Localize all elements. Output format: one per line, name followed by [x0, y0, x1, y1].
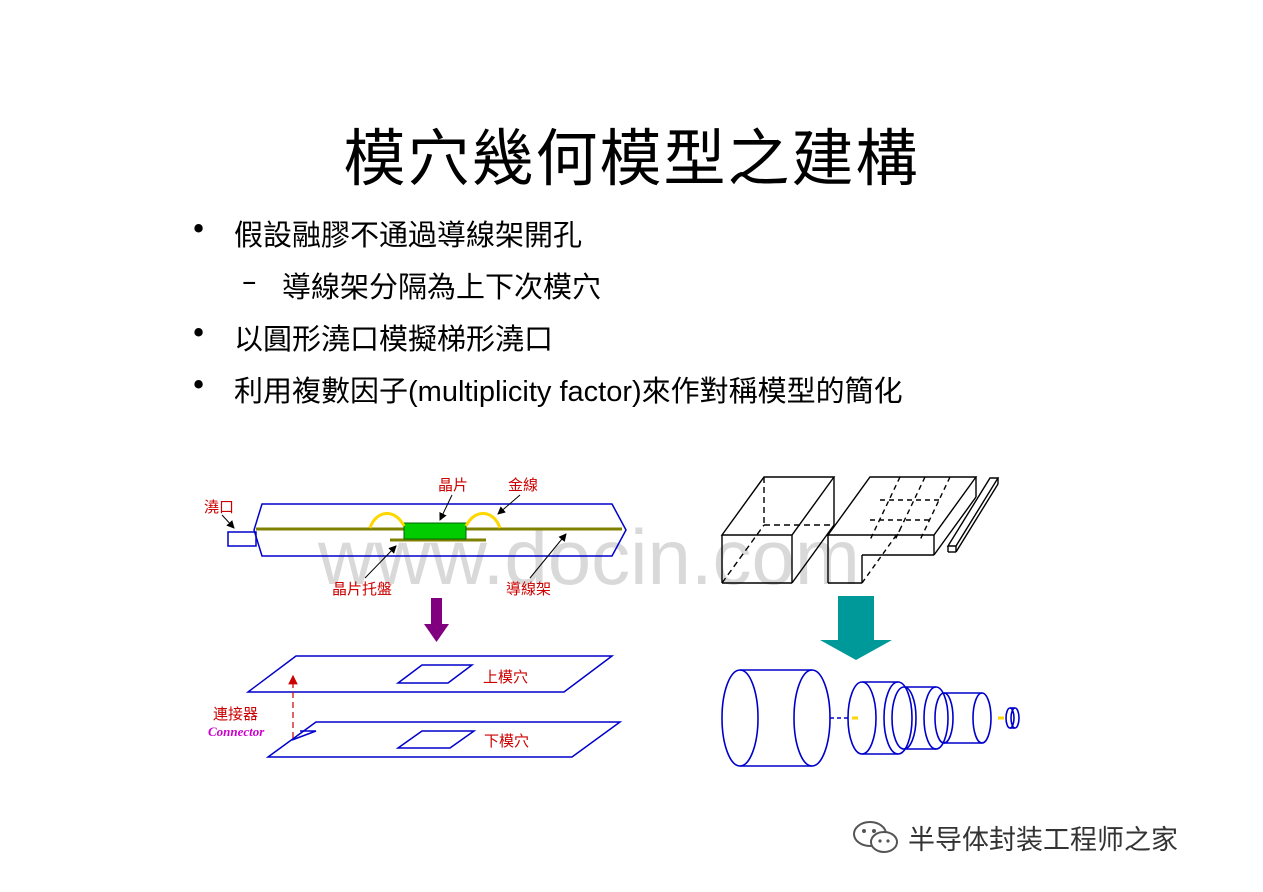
watermark-text: www.docin.com [317, 513, 860, 601]
bullet-marker: – [242, 264, 257, 298]
lower-cavity-chip-area [395, 730, 477, 749]
label-lower-cavity: 下模穴 [484, 732, 529, 750]
upper-cavity-plane [245, 655, 615, 693]
upper-cavity-chip-area [395, 664, 475, 684]
bullet-marker: • [190, 212, 208, 246]
label-gold-wire: 金線 [508, 476, 538, 494]
label-connector: 連接器 [213, 705, 258, 723]
page-title: 模穴幾何模型之建構 [343, 122, 920, 195]
brand-footer: 半导体封装工程师之家 [852, 818, 1178, 857]
bullet-text: 以圓形澆口模擬梯形澆口 [234, 322, 554, 356]
chip-rect [403, 522, 467, 540]
cylinder-model [721, 669, 1020, 767]
label-lead-frame: 導線架 [506, 580, 551, 598]
cavity-3d-model [720, 476, 1000, 584]
bullet-marker: • [190, 316, 208, 350]
gate-runner [227, 531, 257, 547]
bullet-text: 利用複數因子(multiplicity factor)來作對稱模型的簡化 [234, 374, 903, 408]
arrow-down-purple [424, 598, 449, 642]
bullet-marker: • [190, 368, 208, 402]
bullet-text: 導線架分隔為上下次模穴 [282, 270, 602, 304]
label-chip: 晶片 [438, 476, 468, 494]
gold-wire-left [368, 512, 406, 529]
arrow-down-teal [820, 596, 892, 660]
package-cross-section [227, 503, 627, 557]
lower-cavity-plane [265, 721, 623, 758]
label-gate: 澆口 [204, 498, 234, 516]
mold-cavity-outline [253, 503, 627, 557]
label-die-pad: 晶片托盤 [332, 580, 392, 598]
bullet-text: 假設融膠不通過導線架開孔 [234, 218, 583, 252]
brand-name: 半导体封装工程师之家 [908, 825, 1178, 856]
wechat-icon [853, 820, 898, 853]
label-upper-cavity: 上模穴 [483, 668, 528, 686]
label-connector-en: Connector [208, 724, 265, 739]
gold-wire-right [464, 512, 502, 529]
